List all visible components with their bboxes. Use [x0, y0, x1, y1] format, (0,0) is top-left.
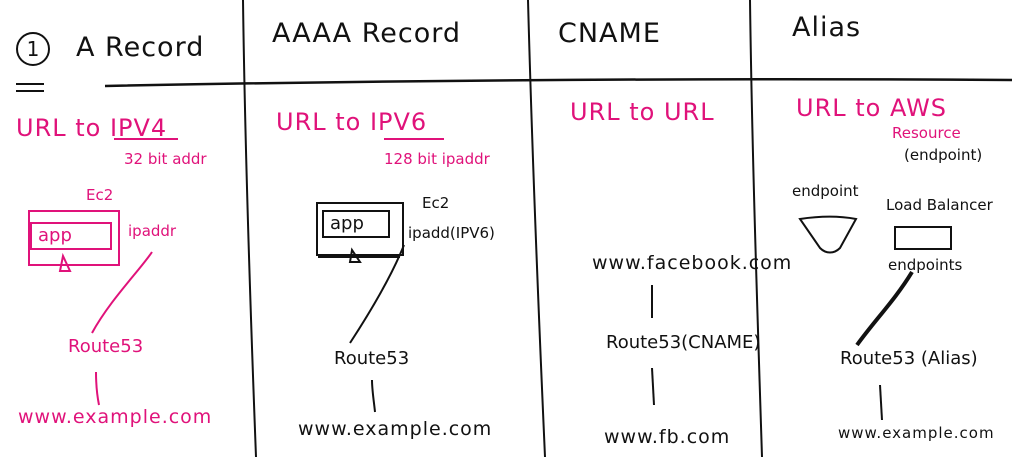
marker-underline — [16, 83, 44, 92]
col-alias-line-route53 — [855, 270, 914, 347]
col-aaaa-app-label: app — [330, 213, 364, 234]
header-underline — [104, 78, 1013, 88]
col-aaaa-line-route53 — [349, 244, 405, 344]
col-cname-domain: www.fb.com — [604, 426, 731, 448]
section-marker: 1 — [16, 32, 50, 66]
col-a-ip-label: ipaddr — [128, 222, 177, 240]
col-a-note: 32 bit addr — [124, 150, 207, 168]
divider-1 — [242, 0, 257, 457]
column-header-a-record: A Record — [76, 32, 205, 63]
col-alias-endpoints-label: endpoints — [888, 256, 963, 274]
column-header-alias: Alias — [792, 12, 862, 43]
col-alias-line-domain — [879, 384, 883, 421]
col-a-subtitle: URL to IPV4 — [16, 114, 168, 142]
col-aaaa-domain: www.example.com — [298, 418, 493, 440]
col-a-route53: Route53 — [68, 336, 144, 357]
col-alias-subtitle: URL to AWS — [796, 94, 948, 122]
col-aaaa-ip-label: ipadd(IPV6) — [408, 224, 495, 242]
col-alias-lb-box — [894, 226, 952, 250]
col-alias-lb-label: Load Balancer — [886, 196, 993, 214]
col-aaaa-note: 128 bit ipaddr — [384, 150, 490, 168]
col-aaaa-route53: Route53 — [334, 348, 410, 369]
col-a-app-monitor — [28, 210, 120, 266]
col-a-app-label: app — [38, 225, 72, 246]
col-a-line-domain — [95, 371, 100, 406]
col-aaaa-line-domain — [371, 379, 376, 413]
col-cname-route53: Route53(CNAME) — [606, 332, 761, 353]
col-alias-route53: Route53 (Alias) — [840, 348, 978, 369]
col-aaaa-subtitle: URL to IPV6 — [276, 108, 428, 136]
col-alias-domain: www.example.com — [838, 424, 995, 442]
col-aaaa-monitor-stand — [318, 247, 400, 263]
col-a-domain: www.example.com — [18, 406, 213, 428]
column-header-aaaa-record: AAAA Record — [272, 18, 462, 49]
col-cname-source: www.facebook.com — [592, 252, 793, 274]
col-cname-line-domain — [651, 367, 655, 406]
col-a-app-box: app — [30, 222, 112, 250]
col-alias-endpoint-cone — [798, 215, 858, 254]
col-a-line-route53 — [91, 251, 153, 334]
col-alias-subtitle-resource: Resource — [892, 124, 961, 142]
col-cname-subtitle: URL to URL — [570, 98, 715, 126]
divider-2 — [527, 0, 546, 457]
col-alias-endpoint-label: endpoint — [792, 182, 859, 200]
column-header-cname: CNAME — [558, 18, 661, 49]
col-a-ec2-label: Ec2 — [86, 186, 114, 204]
section-marker-number: 1 — [26, 37, 40, 61]
divider-3 — [749, 0, 763, 457]
col-aaaa-app-monitor — [316, 202, 404, 256]
col-aaaa-app-box: app — [322, 210, 390, 238]
col-alias-subtitle-endpoint: (endpoint) — [904, 146, 983, 164]
col-aaaa-ec2-label: Ec2 — [422, 194, 450, 212]
